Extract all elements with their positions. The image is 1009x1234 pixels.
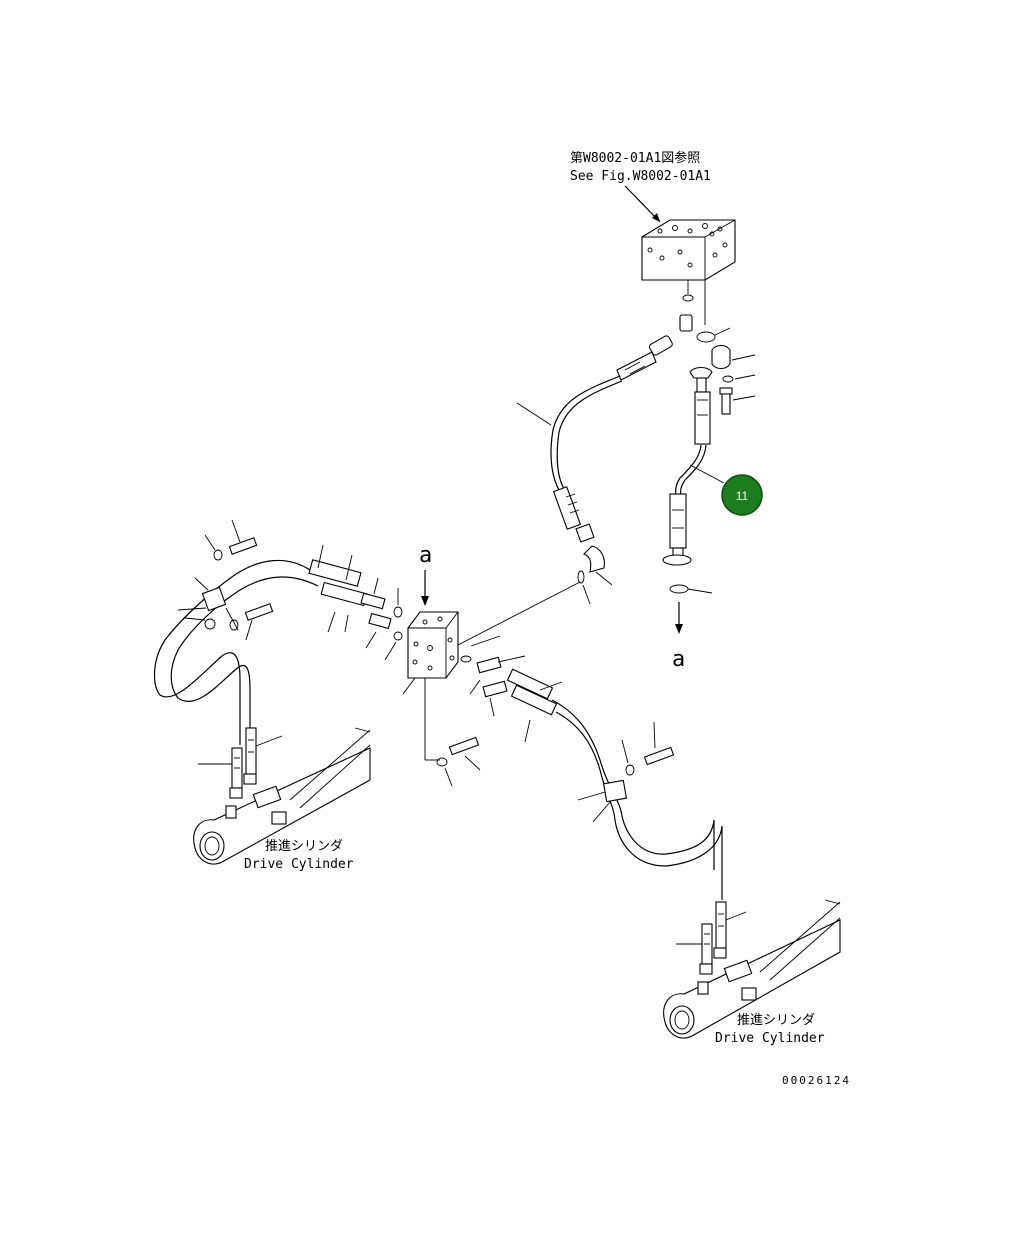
- left-cylinder-label-en: Drive Cylinder: [244, 857, 354, 872]
- right-cylinder-label-jp: 推進シリンダ: [737, 1013, 815, 1028]
- right-drive-cylinder: [663, 899, 841, 1039]
- drawing-number: 00026124: [782, 1074, 851, 1087]
- marker-a-bottom: a: [672, 647, 685, 672]
- reference-text-en: See Fig.W8002-01A1: [570, 169, 711, 184]
- hose-assembly-11: [662, 366, 713, 594]
- left-drive-cylinder: [193, 727, 371, 865]
- manifold-block: [407, 611, 459, 679]
- reference-text-jp: 第W8002-01A1図参照: [570, 150, 700, 166]
- callout-11-circle[interactable]: [721, 474, 763, 516]
- marker-a-top: a: [419, 543, 432, 568]
- left-cylinder-label-jp: 推進シリンダ: [265, 839, 343, 854]
- callout-11-label: 11: [736, 489, 749, 503]
- callout-11[interactable]: 11: [721, 474, 763, 516]
- right-cylinder-label-en: Drive Cylinder: [715, 1031, 825, 1046]
- control-valve-block: [641, 219, 736, 281]
